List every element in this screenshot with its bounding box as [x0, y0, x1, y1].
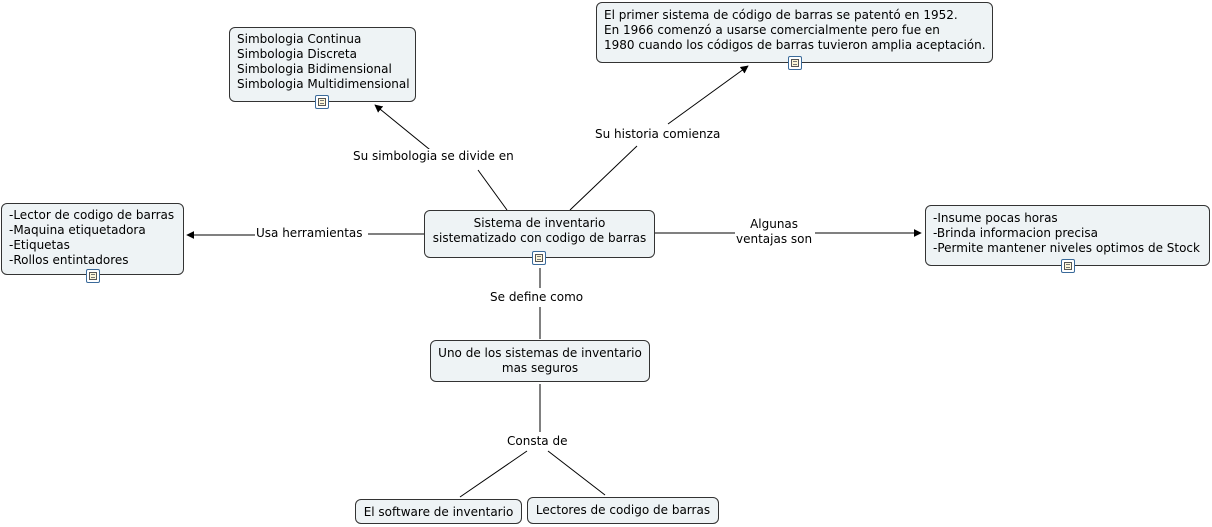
link-line-lectores: [547, 450, 606, 496]
node-herramientas-text: -Lector de codigo de barras -Maquina eti…: [9, 208, 175, 267]
link-label-historia: Su historia comienza: [595, 127, 721, 142]
node-center-text: Sistema de inventario sistematizado con …: [432, 216, 647, 245]
document-icon[interactable]: [788, 56, 802, 70]
link-label-ventajas: Algunas ventajas son: [736, 217, 813, 247]
document-icon[interactable]: [532, 251, 546, 265]
node-lectores-text: Lectores de codigo de barras: [535, 503, 711, 517]
link-line-simbologia: [477, 169, 508, 211]
node-definicion[interactable]: Uno de los sistemas de inventario mas se…: [430, 340, 650, 382]
document-icon[interactable]: [315, 95, 329, 109]
node-historia[interactable]: El primer sistema de código de barras se…: [596, 2, 993, 70]
node-historia-text: El primer sistema de código de barras se…: [604, 8, 986, 52]
link-line-software: [459, 450, 528, 498]
node-definicion-text: Uno de los sistemas de inventario mas se…: [438, 346, 642, 375]
node-software[interactable]: El software de inventario: [355, 499, 522, 524]
node-center[interactable]: Sistema de inventario sistematizado con …: [424, 210, 655, 265]
link-line-historia: [569, 145, 638, 211]
document-icon[interactable]: [1061, 259, 1075, 273]
link-label-herramientas: Usa herramientas: [256, 226, 363, 241]
link-label-consta: Consta de: [507, 434, 568, 449]
arrow-line-historia: [667, 65, 749, 125]
node-ventajas[interactable]: -Insume pocas horas -Brinda informacion …: [925, 205, 1210, 273]
node-ventajas-text: -Insume pocas horas -Brinda informacion …: [933, 211, 1200, 255]
node-software-text: El software de inventario: [363, 505, 514, 519]
link-label-definicion: Se define como: [490, 290, 584, 305]
node-simbologia[interactable]: Simbologia Continua Simbologia Discreta …: [229, 27, 416, 109]
document-icon[interactable]: [86, 269, 100, 283]
link-label-simbologia: Su simbologia se divide en: [353, 149, 514, 164]
node-herramientas[interactable]: -Lector de codigo de barras -Maquina eti…: [1, 203, 184, 283]
node-simbologia-text: Simbologia Continua Simbologia Discreta …: [237, 32, 410, 91]
node-lectores[interactable]: Lectores de codigo de barras: [527, 497, 719, 524]
